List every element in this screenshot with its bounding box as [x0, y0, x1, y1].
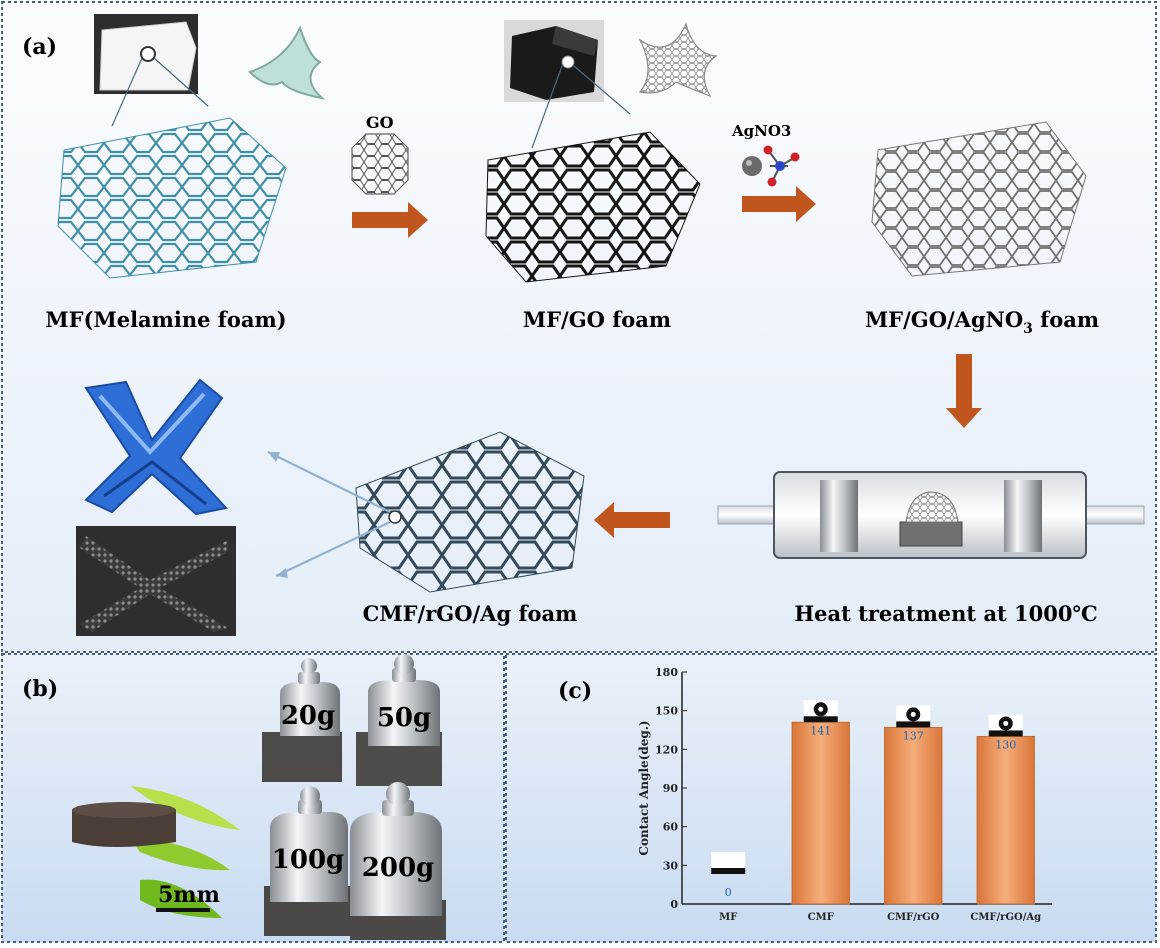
weight-100g: [264, 786, 350, 936]
weight-20g: [262, 658, 342, 782]
go-label: GO: [366, 113, 394, 132]
mf-go-foam-photo: [504, 20, 631, 149]
y-tick-label: 90: [663, 782, 679, 795]
category-label-3: CMF/rGO/Ag: [970, 912, 1041, 923]
mf-go-agno3-foam-network: [871, 121, 1087, 277]
droplet-highlight-2: [910, 711, 916, 717]
category-label-0: MF: [719, 912, 737, 923]
droplet-highlight-3: [1003, 720, 1009, 726]
arrow-agno3-to-heat: [946, 354, 982, 428]
panel-c-label: (c): [558, 678, 592, 704]
zoom-line-bottom: [275, 521, 391, 577]
cmf-strut-3d-icon: [84, 378, 228, 516]
zoom-arrowhead-top: [268, 452, 280, 462]
caption-heat: Heat treatment at 1000℃: [794, 601, 1097, 626]
sem-image: [76, 526, 236, 636]
value-label-3: 130: [995, 738, 1016, 751]
bar-2: [884, 726, 943, 905]
go-molecule-icon: [351, 133, 409, 195]
weight-50g-label: 50g: [377, 703, 431, 733]
scale-bar-label: 5mm: [158, 882, 220, 908]
tube-furnace-illustration: [717, 471, 1145, 559]
y-tick-label: 180: [655, 666, 678, 679]
melamine-foam-photo: [94, 14, 209, 127]
weight-200g-label: 200g: [362, 853, 434, 883]
caption-mf-go: MF/GO foam: [523, 307, 671, 332]
foam-on-leaf-photo: [72, 786, 240, 918]
bar-3: [976, 735, 1035, 905]
droplet-highlight-1: [818, 706, 824, 712]
panel-a-label: (a): [22, 34, 57, 60]
weight-50g: [356, 654, 442, 786]
caption-mf-go-agno3: MF/GO/AgNO3 foam: [865, 307, 1099, 337]
category-label-1: CMF: [808, 912, 834, 923]
droplet-substrate-2: [896, 721, 931, 728]
droplet-substrate-1: [803, 716, 838, 723]
y-tick-label: 0: [670, 898, 678, 911]
y-tick-label: 150: [655, 705, 678, 718]
weight-20g-label: 20g: [281, 701, 335, 731]
value-label-0: 0: [725, 886, 732, 899]
mf-strut-icon: [248, 25, 326, 100]
caption-product: CMF/rGO/Ag foam: [363, 601, 578, 626]
arrow-go-to-agno3: [742, 186, 816, 222]
agno3-label: AgNO3: [731, 122, 791, 140]
graphene-strut-icon: [638, 22, 718, 98]
zoom-arrowhead-bottom: [276, 568, 288, 578]
agno3-molecule-icon: [742, 145, 800, 187]
droplet-substrate-3: [988, 730, 1023, 737]
cmf-rgo-ag-foam-network: [355, 431, 585, 593]
caption-mf: MF(Melamine foam): [45, 307, 286, 332]
zoom-line-top: [267, 451, 391, 513]
arrow-mf-to-go: [352, 202, 428, 238]
value-label-2: 137: [903, 729, 924, 742]
y-axis-label: Contact Angle(deg.): [637, 720, 651, 855]
mf-go-foam-network: [485, 131, 701, 283]
panel-b-label: (b): [22, 676, 58, 702]
y-tick-label: 30: [663, 859, 679, 872]
y-tick-label: 60: [663, 821, 679, 834]
weight-100g-label: 100g: [272, 845, 344, 875]
bar-1: [791, 721, 850, 905]
weight-200g: [350, 782, 446, 940]
arrow-heat-to-product: [594, 502, 670, 538]
category-label-2: CMF/rGO: [887, 912, 940, 923]
melamine-foam-network: [57, 117, 287, 279]
value-label-1: 141: [810, 724, 831, 737]
y-tick-label: 120: [655, 743, 678, 756]
droplet-substrate-0: [711, 868, 746, 874]
